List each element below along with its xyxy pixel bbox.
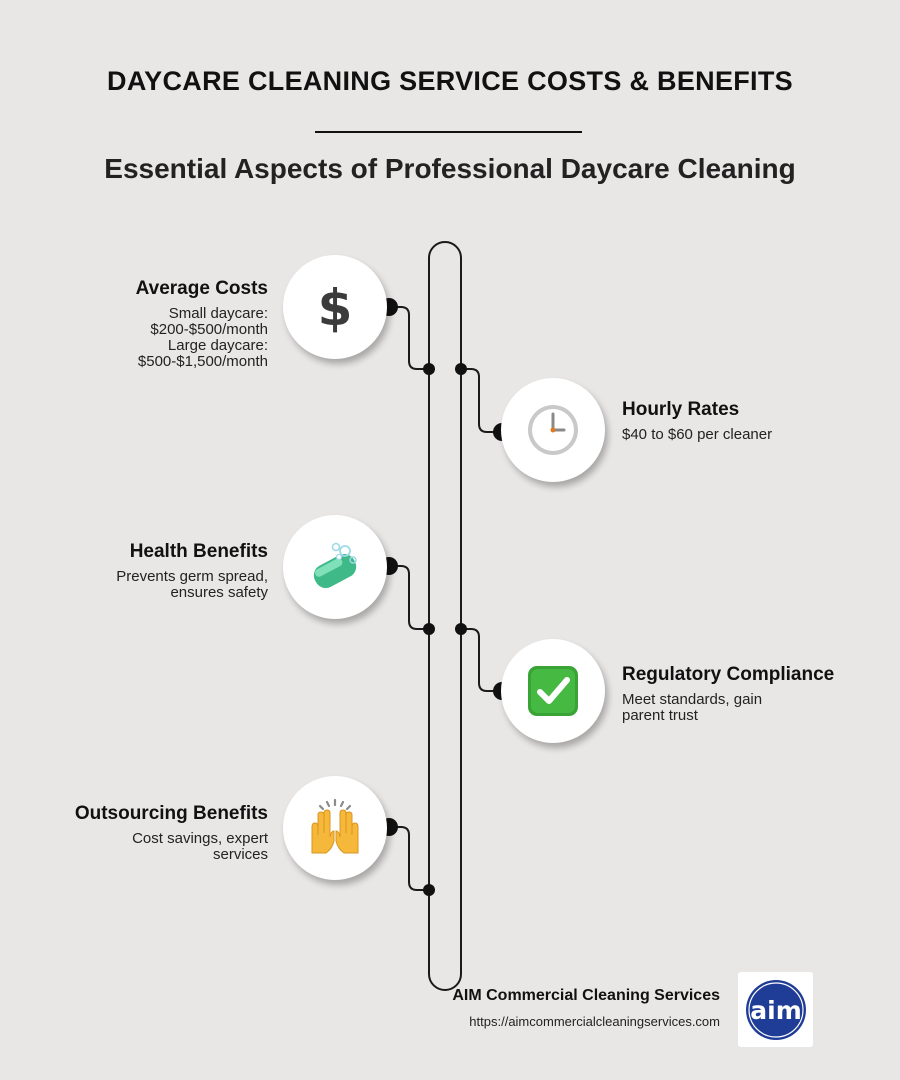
clock-icon bbox=[528, 405, 578, 455]
track-dot-regulatory-compliance bbox=[455, 623, 467, 635]
connector-regulatory-compliance bbox=[461, 628, 502, 692]
item-average-costs: Average Costs Small daycare: $200-$500/m… bbox=[8, 278, 268, 370]
svg-text:$: $ bbox=[318, 279, 353, 337]
raised-hands-icon bbox=[311, 798, 359, 854]
item-desc-line: Cost savings, expert bbox=[132, 830, 268, 847]
item-desc-line: parent trust bbox=[622, 707, 698, 724]
track-dot-health-benefits bbox=[423, 623, 435, 635]
item-title: Outsourcing Benefits bbox=[74, 803, 268, 824]
icon-circle-hourly-rates bbox=[501, 378, 605, 482]
item-title: Average Costs bbox=[135, 278, 268, 299]
footer-website-url[interactable]: https://aimcommercialcleaningservices.co… bbox=[469, 1014, 720, 1029]
item-title: Regulatory Compliance bbox=[622, 664, 835, 685]
track-dot-hourly-rates bbox=[455, 363, 467, 375]
footer-company-name: AIM Commercial Cleaning Services bbox=[452, 987, 720, 1004]
item-regulatory-compliance: Regulatory Compliance Meet standards, ga… bbox=[622, 664, 862, 724]
connector-health-benefits bbox=[389, 565, 429, 630]
item-desc-line: Large daycare: bbox=[167, 337, 268, 354]
icon-circle-regulatory-compliance bbox=[501, 639, 605, 743]
infographic-title: DAYCARE CLEANING SERVICE COSTS & BENEFIT… bbox=[107, 66, 793, 96]
item-desc-line: $200-$500/month bbox=[150, 321, 268, 338]
item-outsourcing-benefits: Outsourcing Benefits Cost savings, exper… bbox=[8, 803, 268, 863]
item-desc-line: ensures safety bbox=[170, 584, 268, 601]
connector-average-costs bbox=[389, 306, 429, 370]
item-desc-line: Prevents germ spread, bbox=[116, 568, 268, 585]
logo-text: aim bbox=[750, 996, 802, 1025]
item-desc-line: services bbox=[212, 846, 268, 863]
soap-icon bbox=[313, 542, 357, 589]
timeline-track bbox=[428, 241, 462, 991]
connector-outsourcing-benefits bbox=[389, 826, 429, 891]
icon-circle-health-benefits bbox=[283, 515, 387, 619]
item-desc-line: $40 to $60 per cleaner bbox=[622, 426, 773, 443]
connector-hourly-rates bbox=[461, 368, 502, 433]
icon-circle-outsourcing-benefits bbox=[283, 776, 387, 880]
title-divider bbox=[315, 131, 582, 133]
item-desc-line: $500-$1,500/month bbox=[137, 353, 268, 370]
aim-logo-icon: aim bbox=[745, 979, 806, 1040]
item-desc-line: Meet standards, gain bbox=[622, 691, 763, 708]
dollar-sign-icon: $ bbox=[318, 279, 353, 337]
track-dot-average-costs bbox=[423, 363, 435, 375]
company-logo: aim bbox=[738, 972, 813, 1047]
item-title: Hourly Rates bbox=[622, 399, 740, 420]
item-title: Health Benefits bbox=[129, 541, 268, 562]
infographic-subtitle: Essential Aspects of Professional Daycar… bbox=[104, 153, 796, 184]
track-dot-outsourcing-benefits bbox=[423, 884, 435, 896]
check-mark-button-icon bbox=[528, 666, 578, 716]
icon-circle-average-costs: $ bbox=[283, 255, 387, 359]
item-hourly-rates: Hourly Rates $40 to $60 per cleaner bbox=[622, 399, 862, 443]
item-health-benefits: Health Benefits Prevents germ spread, en… bbox=[8, 541, 268, 601]
item-desc-line: Small daycare: bbox=[168, 305, 268, 322]
